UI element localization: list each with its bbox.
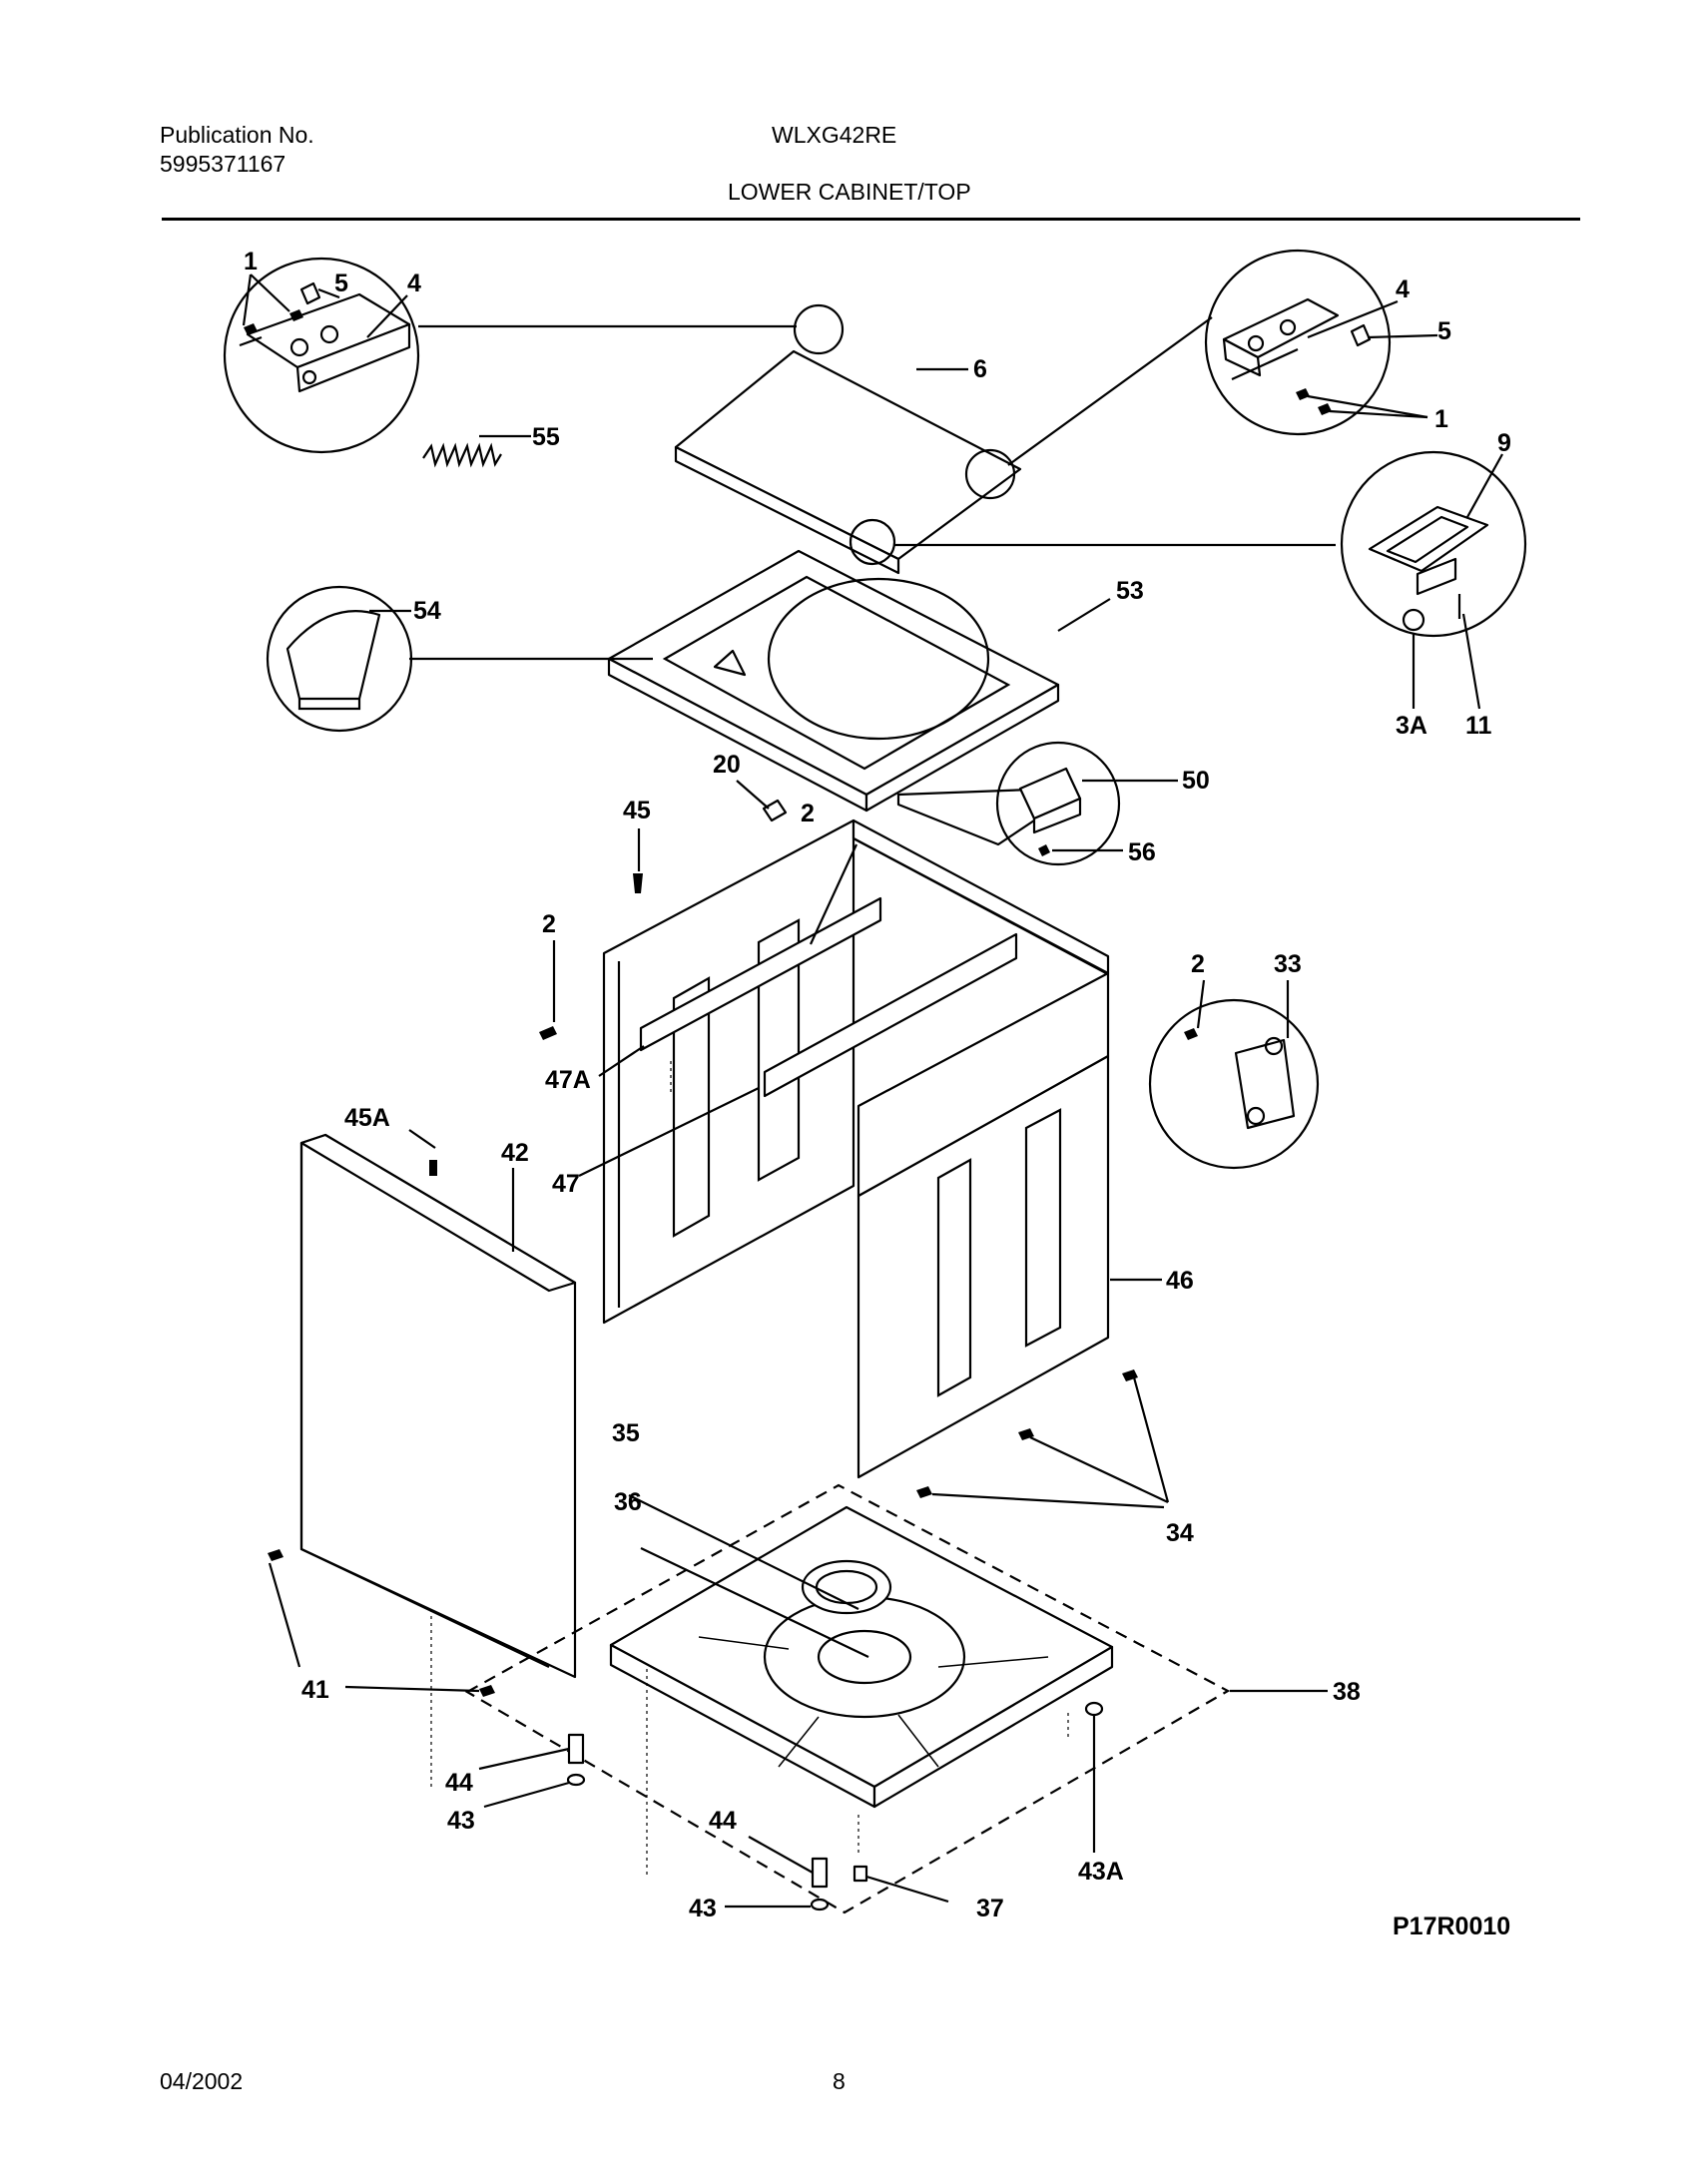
leveling-leg-44 [567, 1733, 585, 1765]
callout-5: 5 [334, 270, 348, 297]
top-panel-53 [607, 549, 1060, 846]
callout-1: 1 [244, 248, 258, 275]
callout-33: 33 [1274, 950, 1302, 978]
callout-6: 6 [973, 355, 987, 383]
callout-4-right: 4 [1396, 275, 1410, 303]
callout-11: 11 [1465, 712, 1492, 740]
rear-leg-37 [853, 1865, 868, 1883]
callout-2-left: 2 [542, 910, 556, 938]
callout-53: 53 [1116, 577, 1144, 605]
spring-55 [422, 442, 502, 468]
callout-44-left: 44 [445, 1769, 473, 1797]
callout-46: 46 [1166, 1267, 1194, 1295]
lid-switch-detail-50 [995, 741, 1121, 866]
callout-56: 56 [1128, 838, 1156, 866]
model-number: WLXG42RE [772, 122, 897, 148]
dispenser-detail-54 [266, 585, 413, 733]
callout-43-left: 43 [447, 1807, 475, 1835]
callout-43a: 43A [1078, 1858, 1124, 1886]
base-38 [464, 1483, 1231, 1914]
lid-switch-detail [1340, 450, 1527, 638]
washer-43a [1084, 1701, 1104, 1717]
callout-41: 41 [301, 1676, 329, 1704]
brace-47 [763, 932, 1018, 1098]
callout-5-right: 5 [1437, 317, 1451, 345]
lid-6 [674, 303, 1022, 575]
callout-45: 45 [623, 797, 651, 824]
brace-47a [639, 896, 882, 1052]
callout-9: 9 [1497, 429, 1511, 457]
callout-45a: 45A [344, 1104, 390, 1132]
callout-35: 35 [612, 1419, 640, 1447]
clip-20 [762, 799, 788, 822]
callout-2-right: 2 [1191, 950, 1205, 978]
callout-3a: 3A [1396, 712, 1427, 740]
hinge-detail-left [223, 257, 420, 454]
callout-42: 42 [501, 1139, 529, 1167]
footer-page-number: 8 [833, 2068, 846, 2094]
callout-55: 55 [532, 423, 560, 451]
callout-1-right: 1 [1434, 405, 1448, 433]
callout-4: 4 [407, 270, 421, 297]
hinge-detail-right [1204, 249, 1392, 436]
callout-38: 38 [1333, 1678, 1361, 1706]
callout-54: 54 [413, 597, 441, 625]
front-panel-42 [299, 1133, 577, 1679]
callout-2-top: 2 [801, 800, 815, 827]
water-valve-detail-33 [1148, 998, 1320, 1170]
callout-20: 20 [713, 751, 741, 779]
leveling-leg-44b [811, 1857, 829, 1889]
side-panel-46 [856, 971, 1110, 1479]
publication-number: 5995371167 [160, 151, 286, 177]
callout-34: 34 [1166, 1519, 1194, 1547]
callout-37: 37 [976, 1895, 1004, 1922]
callout-44-bottom: 44 [709, 1807, 737, 1835]
section-title: LOWER CABINET/TOP [728, 179, 971, 205]
callout-36: 36 [614, 1488, 642, 1516]
callout-47a: 47A [545, 1066, 591, 1094]
footer-date: 04/2002 [160, 2068, 244, 2094]
publication-label: Publication No. [160, 122, 314, 148]
callout-50: 50 [1182, 767, 1210, 795]
callout-43-bottom: 43 [689, 1895, 717, 1922]
callout-47: 47 [552, 1170, 580, 1198]
figure-code: P17R0010 [1393, 1912, 1510, 1940]
header-divider [162, 218, 1580, 221]
